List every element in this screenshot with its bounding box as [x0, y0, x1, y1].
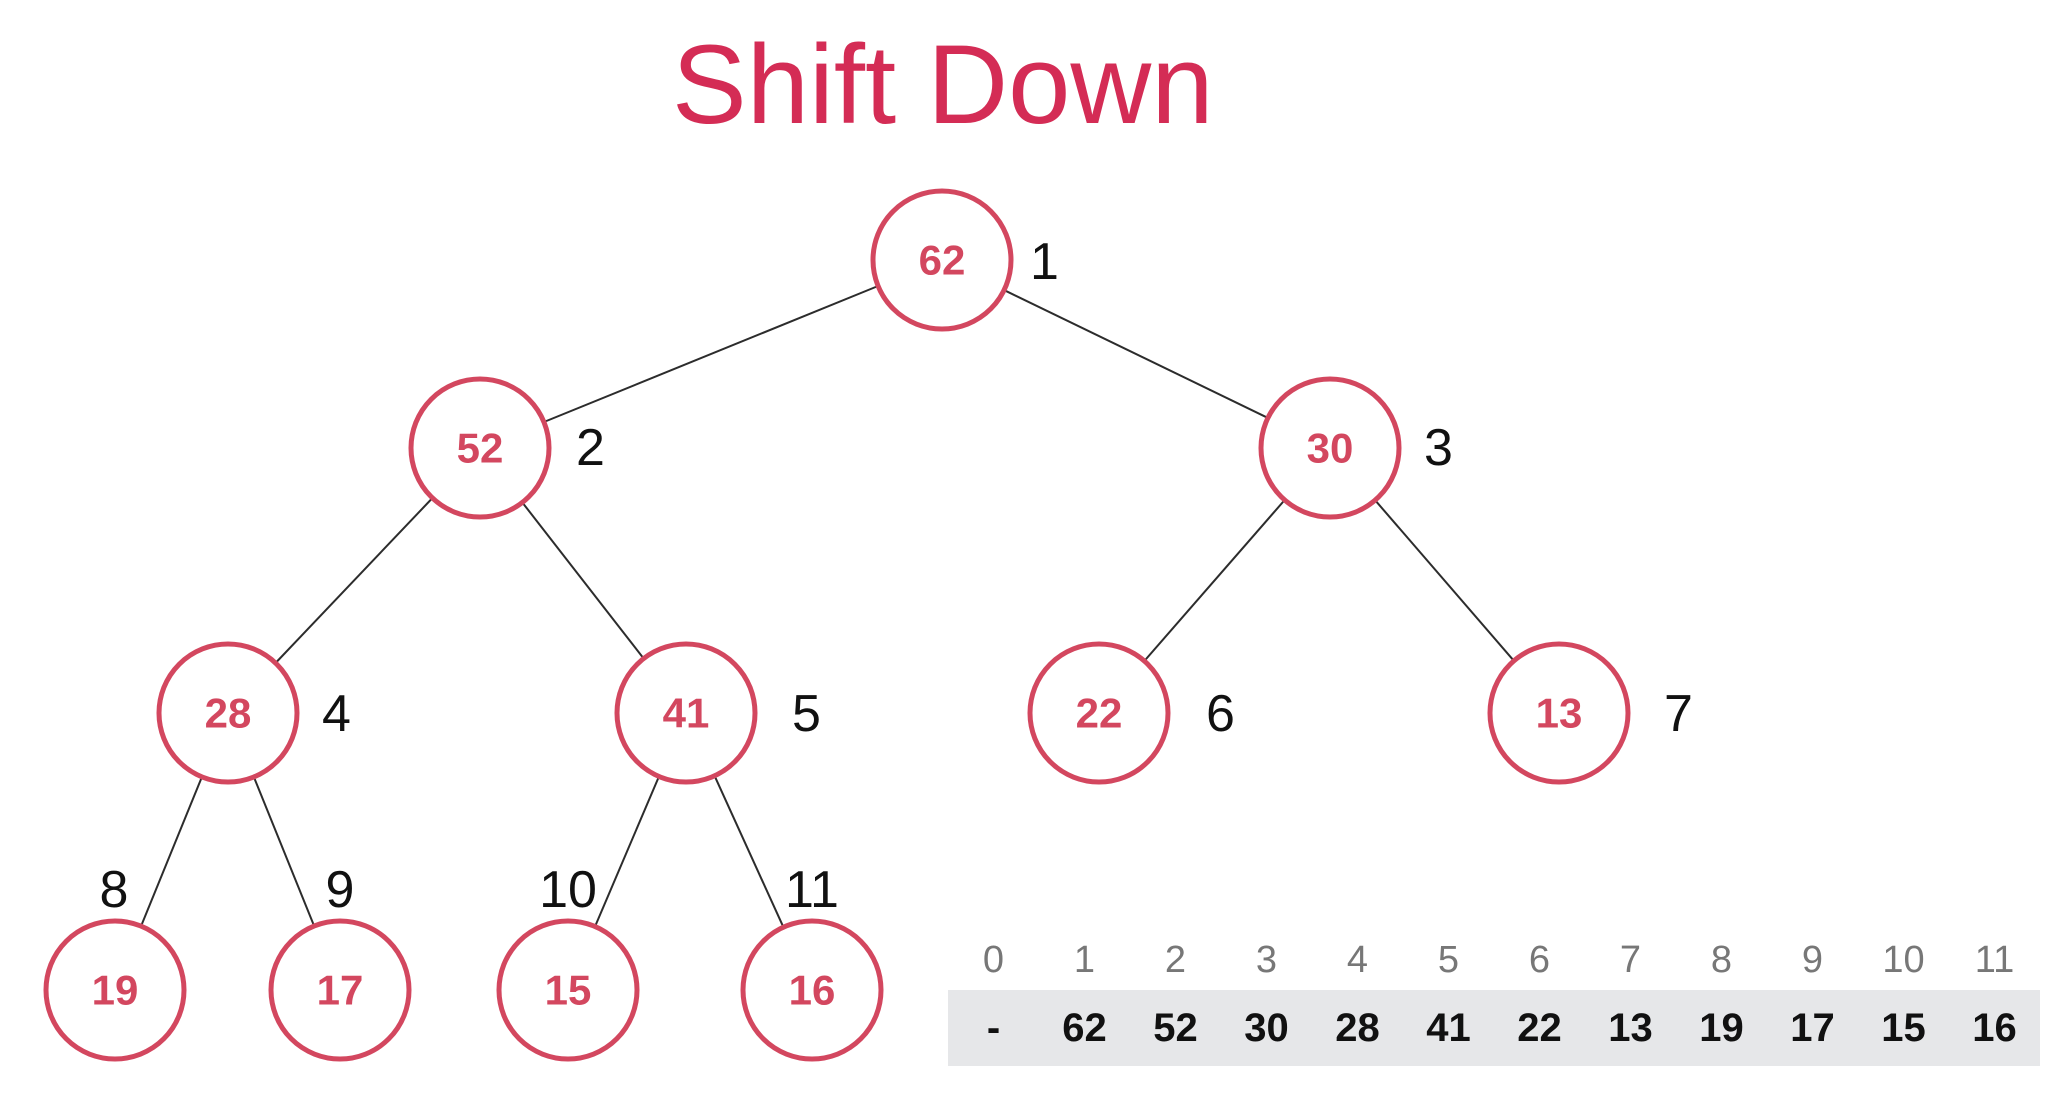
node-index-label: 8: [100, 861, 129, 919]
node-index-label: 6: [1206, 685, 1235, 743]
node-index-label: 11: [785, 861, 839, 919]
tree-edge-5-11: [713, 775, 785, 928]
array-value-cell: 15: [1858, 990, 1949, 1066]
tree-edge-3-6: [1143, 499, 1286, 662]
tree-edge-4-9: [252, 776, 316, 927]
array-index-cell: 1: [1073, 938, 1096, 981]
array-value-cell: 16: [1949, 990, 2040, 1066]
node-value: 15: [545, 967, 592, 1014]
tree-edge-2-5: [521, 501, 645, 660]
array-index-cell: 8: [1710, 938, 1733, 981]
array-index-cell: 10: [1882, 938, 1925, 981]
node-value: 22: [1076, 690, 1123, 737]
tree-node-9: 17 9: [268, 861, 412, 1062]
node-index-label: 3: [1424, 419, 1453, 477]
node-index-label: 9: [326, 861, 355, 919]
node-value: 17: [317, 967, 364, 1014]
node-circle: [614, 641, 758, 785]
node-value: 30: [1307, 425, 1354, 472]
node-circle: [870, 188, 1014, 332]
array-index-cell: 4: [1346, 938, 1369, 981]
array-value-cell: 28: [1312, 990, 1403, 1066]
tree-edge-2-4: [274, 497, 434, 664]
tree-node-6: 22 6: [1027, 641, 1235, 785]
node-value: 52: [457, 425, 504, 472]
tree-node-2: 52 2: [408, 376, 605, 520]
tree-edge-4-8: [140, 776, 203, 927]
node-circle: [408, 376, 552, 520]
array-index-row: 0 1 2 3 4 5 6 7 8 9 10 11: [948, 930, 2040, 990]
array-index-cell: 2: [1164, 938, 1187, 981]
node-circle: [496, 918, 640, 1062]
node-circle: [156, 641, 300, 785]
array-index-cell: 11: [1974, 938, 2015, 981]
node-index-label: 1: [1030, 233, 1059, 291]
tree-edge-3-7: [1374, 499, 1515, 662]
tree-edge-1-2: [543, 285, 879, 423]
array-index-cell: 6: [1528, 938, 1551, 981]
diagram-title: Shift Down: [672, 22, 1214, 147]
node-value: 13: [1536, 690, 1583, 737]
array-value-cell: 52: [1130, 990, 1221, 1066]
tree-edge-1-3: [1003, 289, 1269, 419]
array-value-cell: 19: [1676, 990, 1767, 1066]
node-circle: [1487, 641, 1631, 785]
tree-edge-5-10: [594, 776, 660, 927]
tree-node-8: 19 8: [43, 861, 187, 1062]
tree-node-7: 13 7: [1487, 641, 1693, 785]
tree-node-5: 41 5: [614, 641, 821, 785]
node-circle: [268, 918, 412, 1062]
node-circle: [740, 918, 884, 1062]
node-index-label: 2: [576, 419, 605, 477]
node-circle: [1027, 641, 1171, 785]
array-index-cell: 3: [1255, 938, 1278, 981]
array-index-cell: 0: [982, 938, 1005, 981]
node-index-label: 10: [539, 861, 597, 919]
array-value-cell: 41: [1403, 990, 1494, 1066]
array-value-cell: 17: [1767, 990, 1858, 1066]
node-index-label: 7: [1664, 685, 1693, 743]
array-index-cell: 9: [1801, 938, 1824, 981]
array-index-cell: 5: [1437, 938, 1460, 981]
node-value: 62: [919, 237, 966, 284]
node-circle: [43, 918, 187, 1062]
node-value: 28: [205, 690, 252, 737]
node-circle: [1258, 376, 1402, 520]
node-index-label: 4: [322, 685, 351, 743]
node-value: 19: [92, 967, 139, 1014]
array-index-cell: 7: [1619, 938, 1642, 981]
tree-node-4: 28 4: [156, 641, 351, 785]
node-index-label: 5: [792, 685, 821, 743]
array-value-cell: -: [948, 990, 1039, 1066]
tree-node-1: 62 1: [870, 188, 1059, 332]
array-value-cell: 22: [1494, 990, 1585, 1066]
array-value-cell: 30: [1221, 990, 1312, 1066]
tree-edges: [140, 285, 1515, 928]
node-value: 41: [663, 690, 710, 737]
node-value: 16: [789, 967, 836, 1014]
array-value-cell: 13: [1585, 990, 1676, 1066]
tree-node-3: 30 3: [1258, 376, 1453, 520]
array-value-cell: 62: [1039, 990, 1130, 1066]
